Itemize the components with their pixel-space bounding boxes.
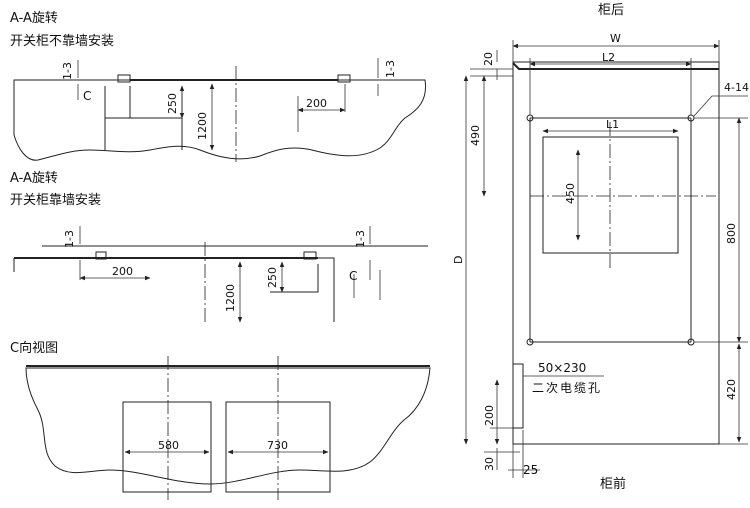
top-view-dim-200-ext <box>297 84 346 132</box>
middle-view-title-line2: 开关柜靠墙安装 <box>10 193 101 208</box>
top-view-dim-1200-label: 1200 <box>196 112 209 140</box>
middle-view-channel-right <box>303 251 317 260</box>
plan-cable-name-label: 二次电缆孔 <box>532 381 602 395</box>
plan-cable-size-label: 50×230 <box>538 361 586 375</box>
middle-view-floor-edge <box>318 257 335 322</box>
top-view-dim-200-label: 200 <box>306 97 327 110</box>
plan-view: 柜后 柜前 W L2 4-14 L1 450 <box>452 3 749 492</box>
plan-dim-30-label: 30 <box>483 457 496 471</box>
plan-dim-l2-label: L2 <box>602 51 615 64</box>
middle-view: A-A旋转 开关柜靠墙安装 1-3 200 1200 250 1-3 C <box>10 171 428 323</box>
plan-dim-l1-label: L1 <box>606 118 619 131</box>
bottom-view-opening-580 <box>122 401 212 493</box>
bottom-view: C向视图 580 730 <box>10 340 431 500</box>
plan-dim-800-label: 800 <box>725 223 738 244</box>
plan-back-edge <box>512 62 719 70</box>
top-view-channel-right <box>337 74 351 83</box>
middle-view-c-label: C <box>349 269 357 283</box>
top-view-c-label: C <box>83 89 91 103</box>
top-view-trench <box>104 86 183 150</box>
plan-dim-420-label: 420 <box>725 379 738 400</box>
plan-dim-20-ext <box>470 68 513 77</box>
plan-holes-leader <box>693 95 748 117</box>
plan-dim-25-label: 25 <box>523 463 538 477</box>
top-view-title-line2: 开关柜不靠墙安装 <box>10 34 114 49</box>
bottom-view-centerlines <box>167 356 279 500</box>
top-view: A-A旋转 开关柜不靠墙安装 1-3 C 1-3 250 1200 200 <box>10 11 427 162</box>
top-view-title-line1: A-A旋转 <box>10 11 58 26</box>
plan-dim-d-label: D <box>452 256 465 264</box>
plan-dim-800-ext <box>694 117 748 343</box>
bottom-view-dim-730-label: 730 <box>267 439 288 452</box>
plan-dim-200-label: 200 <box>483 405 496 426</box>
plan-dim-490-label: 490 <box>469 125 482 146</box>
plan-dim-l2-ext <box>529 58 692 115</box>
plan-dim-w-ext <box>512 40 720 62</box>
middle-view-gap-left-label: 1-3 <box>63 230 76 248</box>
middle-view-channel-left <box>95 251 107 260</box>
top-view-floor-outline <box>13 79 427 161</box>
plan-holes-label: 4-14 <box>724 81 749 94</box>
bottom-view-dim-580-label: 580 <box>158 439 179 452</box>
plan-back-label: 柜后 <box>598 3 624 18</box>
middle-view-c-lines <box>353 270 381 300</box>
plan-dim-20-label: 20 <box>482 52 495 66</box>
middle-view-dim-1200-label: 1200 <box>224 284 237 312</box>
bottom-view-title: C向视图 <box>10 340 58 356</box>
plan-base-frame <box>529 117 692 343</box>
top-view-gap-left-label: 1-3 <box>61 62 74 80</box>
plan-dim-25-ext <box>512 430 524 478</box>
middle-view-title-line1: A-A旋转 <box>10 171 58 186</box>
top-view-dim-250-label: 250 <box>166 93 179 114</box>
plan-dim-w-label: W <box>610 32 621 45</box>
top-view-gap-right-label: 1-3 <box>384 60 397 78</box>
top-view-channel-left <box>117 74 131 83</box>
middle-view-dim-250-label: 250 <box>266 267 279 288</box>
middle-view-gap-right-label: 1-3 <box>354 230 367 248</box>
middle-view-trench <box>270 264 319 293</box>
plan-front-label: 柜前 <box>600 476 626 492</box>
plan-dim-450-label: 450 <box>564 183 577 204</box>
plan-secondary-cable-hole <box>512 363 524 429</box>
bottom-view-floor-outline <box>25 367 431 485</box>
plan-cable-opening <box>542 136 679 254</box>
middle-view-dim-200-label: 200 <box>112 265 133 278</box>
